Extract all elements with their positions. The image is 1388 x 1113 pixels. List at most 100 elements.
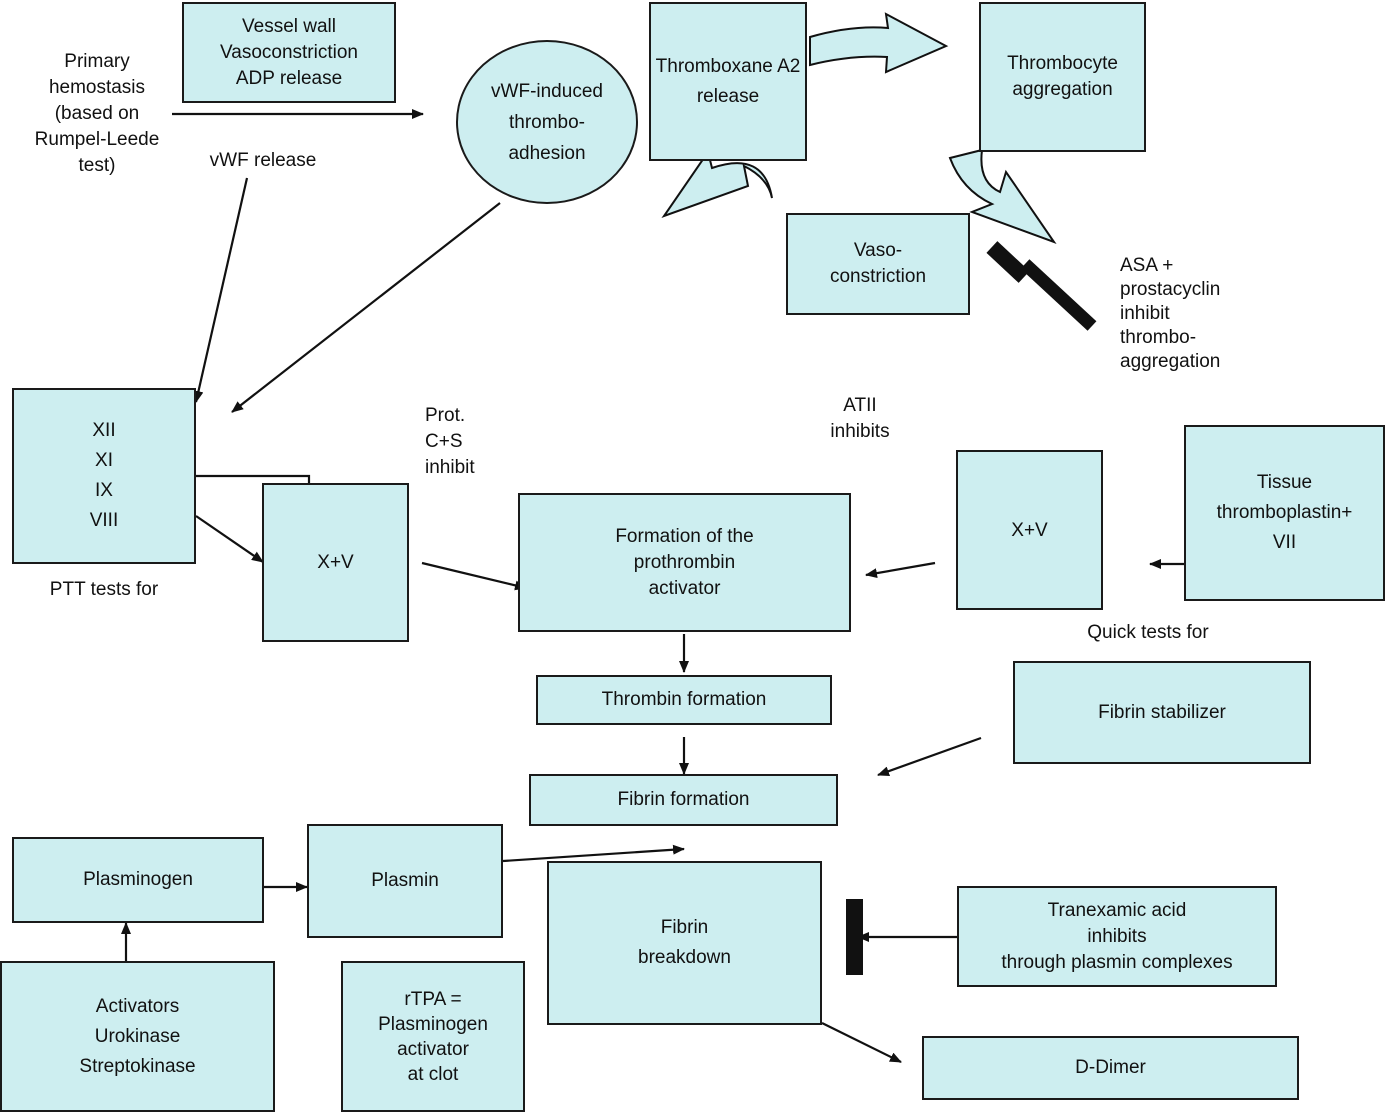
label-line: ASA + bbox=[1120, 255, 1174, 276]
box-line: activator bbox=[648, 577, 721, 599]
box-line: Plasmin bbox=[371, 870, 439, 891]
box-line: Streptokinase bbox=[79, 1055, 196, 1077]
box-line: Fibrin stabilizer bbox=[1098, 701, 1226, 723]
fibrin-breakdown-box: Fibrin breakdown bbox=[547, 861, 822, 1025]
label-line: (based on bbox=[54, 103, 140, 124]
primary-hemostasis-label: Primary hemostasis (based on Rumpel-Leed… bbox=[24, 49, 170, 179]
box-line: aggregation bbox=[1012, 79, 1113, 100]
thrombin-formation-box: Thrombin formation bbox=[536, 675, 832, 725]
thromboxane-box: Thromboxane A2 release bbox=[649, 2, 807, 161]
box-line: ADP release bbox=[235, 67, 343, 89]
box-line: D-Dimer bbox=[1075, 1057, 1146, 1078]
xv-left-box: X+V bbox=[262, 483, 409, 642]
box-line: Thrombocyte bbox=[1007, 53, 1118, 74]
box-line: Vasoconstriction bbox=[220, 41, 358, 63]
vessel-wall-box: Vessel wall Vasoconstriction ADP release bbox=[182, 2, 396, 103]
tissue-thromboplastin-box: Tissue thromboplastin+ VII bbox=[1184, 425, 1385, 601]
activators-box: Activators Urokinase Streptokinase bbox=[0, 961, 275, 1112]
label-line: Primary bbox=[64, 51, 130, 72]
asa-inhibition-bar bbox=[986, 241, 1030, 283]
box-line: Vessel wall bbox=[242, 15, 336, 37]
box-line: constriction bbox=[829, 266, 927, 287]
label-line: C+S bbox=[425, 431, 463, 452]
label-line: thrombo- bbox=[1120, 327, 1197, 348]
block-arrow-thromboxane-to-aggregation bbox=[809, 12, 949, 74]
box-line: Formation of the bbox=[615, 525, 754, 547]
label-line: prostacyclin bbox=[1120, 279, 1221, 300]
label-line: inhibit bbox=[425, 457, 475, 478]
d-dimer-box: D-Dimer bbox=[922, 1036, 1299, 1100]
arrow-vwf-release-to-factors bbox=[193, 177, 249, 403]
ptt-tests-label: PTT tests for bbox=[49, 579, 159, 600]
box-line: XII bbox=[92, 420, 116, 441]
arrow-xv-right-to-activator bbox=[865, 561, 936, 579]
box-line: Tissue bbox=[1256, 472, 1313, 493]
box-line: VII bbox=[1272, 532, 1297, 553]
fibrin-stabilizer-box: Fibrin stabilizer bbox=[1013, 661, 1311, 764]
thrombocyte-aggregation-box: Thrombocyte aggregation bbox=[979, 2, 1146, 152]
box-line: Fibrin formation bbox=[617, 789, 750, 810]
plasminogen-box: Plasminogen bbox=[12, 837, 264, 923]
box-line: Activators bbox=[95, 995, 180, 1017]
arrow-factors-to-xv bbox=[195, 515, 264, 563]
box-line: Thromboxane A2 bbox=[655, 55, 801, 77]
box-line: inhibits bbox=[1087, 925, 1147, 947]
asa-inhibition-arrow bbox=[1020, 259, 1097, 331]
fibrin-formation-box: Fibrin formation bbox=[529, 774, 838, 826]
connector-factors-to-xv bbox=[196, 474, 311, 484]
vwf-adhesion-circle: vWF-induced thrombo- adhesion bbox=[456, 40, 638, 204]
plasmin-box: Plasmin bbox=[307, 824, 503, 938]
quick-tests-label: Quick tests for bbox=[1087, 622, 1209, 643]
box-line: X+V bbox=[317, 551, 354, 573]
box-line: through plasmin complexes bbox=[1001, 951, 1233, 973]
box-line: breakdown bbox=[638, 947, 731, 968]
box-line: Plasminogen bbox=[378, 1013, 488, 1035]
xv-right-box: X+V bbox=[956, 450, 1103, 610]
tranexamic-acid-box: Tranexamic acid inhibits through plasmin… bbox=[957, 886, 1277, 987]
arrow-stabilizer-to-fibrin bbox=[877, 736, 982, 777]
curved-arrow-aggregation-to-vasoconstriction bbox=[948, 148, 1057, 245]
box-line: Vaso- bbox=[853, 240, 903, 261]
atii-inhibits-label: ATII inhibits bbox=[820, 393, 900, 445]
box-line: prothrombin bbox=[633, 551, 736, 573]
box-line: at clot bbox=[407, 1063, 459, 1085]
arrow-adhesion-to-factors bbox=[231, 202, 501, 413]
prothrombin-activator-box: Formation of the prothrombin activator bbox=[518, 493, 851, 632]
vwf-release-label: vWF release bbox=[209, 150, 317, 171]
arrow-xv-to-activator bbox=[421, 561, 527, 591]
box-line: Tranexamic acid bbox=[1047, 899, 1187, 921]
box-line: activator bbox=[397, 1038, 469, 1060]
label-line: test) bbox=[78, 155, 116, 176]
label-line: aggregation bbox=[1120, 351, 1221, 372]
asa-prostacyclin-label: ASA + prostacyclin inhibit thrombo- aggr… bbox=[1120, 254, 1260, 374]
box-line: adhesion bbox=[508, 142, 586, 164]
box-line: Urokinase bbox=[94, 1025, 181, 1047]
box-line: release bbox=[696, 85, 760, 107]
box-line: Plasminogen bbox=[83, 869, 193, 890]
vasoconstriction-box: Vaso- constriction bbox=[786, 213, 970, 315]
label-line: Prot. bbox=[425, 405, 466, 426]
label-line: hemostasis bbox=[48, 77, 146, 98]
box-line: thromboplastin+ bbox=[1216, 502, 1353, 523]
box-line: rTPA = bbox=[404, 988, 462, 1010]
box-line: vWF-induced bbox=[491, 80, 603, 102]
prot-cs-inhibit-label: Prot. C+S inhibit bbox=[425, 403, 505, 481]
box-line: Fibrin bbox=[660, 917, 709, 938]
box-line: thrombo- bbox=[508, 111, 586, 133]
arrow-breakdown-to-ddimer bbox=[821, 1022, 902, 1063]
label-line: Rumpel-Leede bbox=[34, 129, 160, 150]
rtpa-box: rTPA = Plasminogen activator at clot bbox=[341, 961, 525, 1112]
label-line: inhibits bbox=[830, 421, 890, 442]
intrinsic-factors-box: XII XI IX VIII bbox=[12, 388, 196, 564]
box-line: IX bbox=[95, 480, 113, 501]
box-line: VIII bbox=[89, 510, 119, 531]
box-line: XI bbox=[95, 450, 113, 471]
label-line: inhibit bbox=[1120, 303, 1170, 324]
curved-arrow-vasoconstriction-to-thromboxane bbox=[661, 149, 773, 218]
tranexamic-inhibition-bar bbox=[846, 899, 863, 975]
box-line: X+V bbox=[1011, 520, 1048, 541]
label-line: ATII bbox=[843, 395, 877, 416]
box-line: Thrombin formation bbox=[601, 689, 767, 710]
arrow-plasmin-to-breakdown bbox=[502, 844, 685, 863]
